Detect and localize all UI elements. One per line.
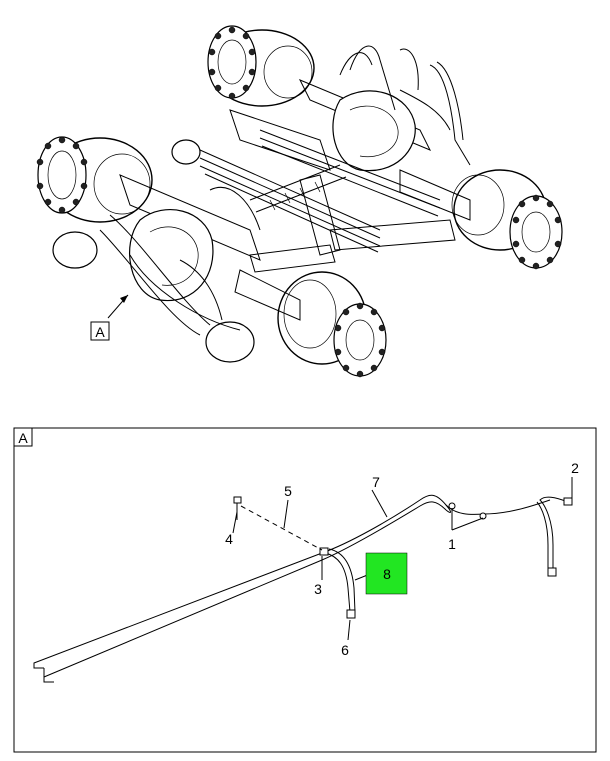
brake-line-7 xyxy=(33,494,551,683)
detail-frame xyxy=(13,427,597,753)
front-right-wheel-hub xyxy=(277,271,387,378)
rear-right-wheel-hub xyxy=(451,169,563,270)
dashed-connector-5 xyxy=(240,505,323,551)
suspension-leaf-springs xyxy=(199,129,456,273)
detail-frame-label: A xyxy=(18,430,28,446)
callout-2: 2 xyxy=(571,460,579,476)
callout-8: 8 xyxy=(383,566,391,582)
detail-tab xyxy=(13,427,33,447)
callout-1: 1 xyxy=(448,536,456,552)
highlight-callout-8 xyxy=(365,552,408,595)
callout-3: 3 xyxy=(314,581,322,597)
tandem-axle-assembly-illustration: A xyxy=(36,25,563,378)
fitting-6 xyxy=(346,609,356,619)
fitting-2-end xyxy=(563,497,573,506)
propeller-shaft xyxy=(249,164,347,213)
callout-4: 4 xyxy=(225,531,233,547)
clip-1b xyxy=(479,512,487,520)
callout-5: 5 xyxy=(284,483,292,499)
view-a-pointer: A xyxy=(90,294,129,341)
detail-a-panel: A xyxy=(13,427,597,753)
view-label-a: A xyxy=(95,324,105,340)
brake-air-lines xyxy=(99,45,471,336)
front-left-wheel-hub xyxy=(36,136,153,223)
differential-carriers xyxy=(52,90,416,363)
callout-7: 7 xyxy=(372,474,380,490)
fitting-3 xyxy=(319,547,329,556)
callout-6: 6 xyxy=(341,642,349,658)
rear-left-wheel-hub xyxy=(207,25,315,107)
fitting-4 xyxy=(233,496,242,520)
brake-hose-6 xyxy=(319,547,356,619)
fitting-2 xyxy=(547,567,557,577)
brake-hose-2 xyxy=(536,496,573,577)
